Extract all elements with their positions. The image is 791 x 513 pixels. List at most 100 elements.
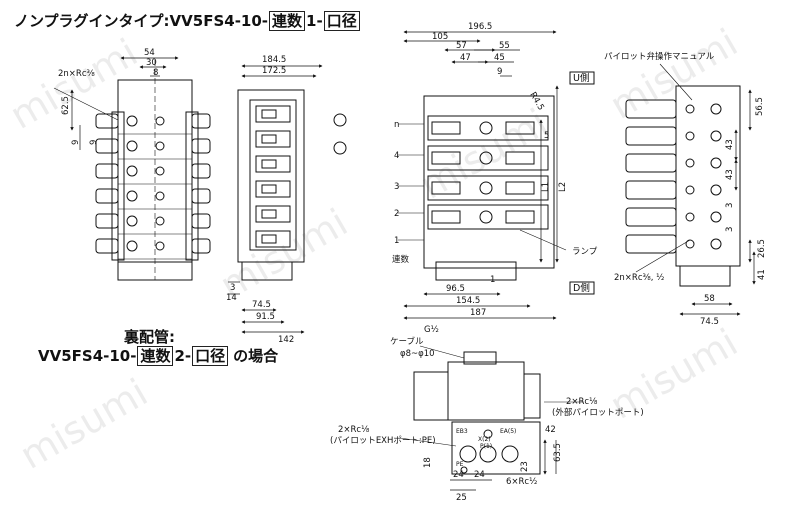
dim-side-74-5: 74.5	[252, 300, 271, 310]
top-manual-override	[479, 210, 493, 224]
front-solenoid-coil-right	[191, 163, 211, 179]
front-view	[53, 56, 211, 281]
dim-rear-25: 25	[456, 493, 467, 503]
side-view-dimensions: 184.5 172.5 3 14 74.5 91.5 142	[226, 55, 294, 345]
lamp-label: ランプ	[572, 247, 598, 257]
top-solenoid-right	[505, 121, 535, 135]
top-valve-station	[427, 175, 549, 201]
front-port-circle-small	[155, 141, 165, 151]
dim-right-3a: 3	[725, 203, 735, 208]
dim-top-9: 9	[497, 67, 502, 77]
rear-piping-labels: G½ ケーブル φ8~φ10 2×Rc⅛ (外部パイロットポート) 2×Rc⅛ …	[330, 325, 644, 503]
front-solenoid-coil	[95, 113, 119, 129]
top-solenoid-right	[505, 151, 535, 165]
right-port-b	[710, 130, 722, 142]
top-valve-station	[427, 204, 549, 230]
svg-text:misumi: misumi	[603, 20, 745, 128]
dim-right-3b: 3	[725, 227, 735, 232]
rear-piping-view	[399, 345, 584, 491]
front-port-circle	[126, 140, 138, 152]
right-port-b	[710, 211, 722, 223]
dim-right-43a: 43	[725, 139, 735, 150]
dim-top-196-5: 196.5	[468, 22, 492, 32]
rear-suffix: の場合	[233, 347, 279, 365]
side-valve-window	[261, 109, 277, 119]
side-valve-body	[255, 230, 291, 248]
dim-top-l2: L2	[558, 182, 568, 192]
dim-side-3: 3	[230, 283, 235, 293]
top-solenoid	[431, 151, 461, 165]
right-coil	[625, 207, 677, 227]
dim-front-9a: 9	[71, 140, 81, 145]
dim-right-43b: 43	[725, 169, 735, 180]
front-port-note: 2n×Rc⅜	[58, 69, 95, 79]
station-axis-label: 連数	[392, 254, 410, 265]
side-valve-body	[255, 130, 291, 148]
dim-front-9b: 9	[89, 140, 99, 145]
dim-right-56-5: 56.5	[755, 97, 765, 116]
front-port-circle-small	[155, 116, 165, 126]
right-port-b	[710, 157, 722, 169]
title-port-box: 口径	[323, 11, 360, 31]
port-ea5: EA(5)	[500, 428, 516, 435]
dim-rear-63-5: 63.5	[553, 443, 563, 462]
front-solenoid-coil-right	[191, 113, 211, 129]
dim-rear-18: 18	[423, 457, 433, 468]
right-port-b	[710, 103, 722, 115]
dim-top-154-5: 154.5	[456, 296, 480, 306]
side-fitting	[333, 141, 347, 155]
front-solenoid-coil-right	[191, 213, 211, 229]
dim-side-172-5: 172.5	[262, 66, 286, 76]
right-port-a	[685, 212, 695, 222]
ext-pilot-port-label: (外部パイロットポート)	[552, 407, 644, 418]
dim-front-62-5: 62.5	[61, 96, 71, 115]
cable-diameter: φ8~φ10	[400, 349, 435, 359]
top-solenoid	[431, 181, 461, 195]
rear-mid: 2-	[174, 347, 192, 365]
side-fitting	[333, 113, 347, 127]
right-view	[625, 63, 756, 316]
dim-right-74-5: 74.5	[700, 317, 719, 327]
front-port-circle	[126, 215, 138, 227]
right-port-a	[685, 158, 695, 168]
dim-top-96-5: 96.5	[446, 284, 465, 294]
dim-top-5: 5	[544, 131, 549, 141]
rear-model-prefix: VV5FS4-10-	[38, 347, 137, 365]
pilot-exh-port-label: (パイロットEXHポート:PE)	[330, 436, 436, 446]
front-solenoid-coil	[95, 163, 119, 179]
side-valve-body	[255, 205, 291, 223]
right-port-a	[685, 239, 695, 249]
dim-rear-24a: 24	[453, 470, 464, 480]
port-p1: P(1)	[480, 443, 492, 450]
top-solenoid-right	[505, 181, 535, 195]
front-solenoid-coil	[95, 138, 119, 154]
dim-right-41: 41	[757, 269, 767, 280]
station-label-4: 4	[394, 151, 399, 161]
dim-rear-23: 23	[520, 461, 530, 472]
right-port-a	[685, 131, 695, 141]
rear-port-box: 口径	[192, 346, 229, 366]
right-port-note: 2n×Rc⅜, ½	[614, 273, 664, 283]
side-valve-window	[261, 159, 277, 169]
d-side-label: D側	[573, 282, 590, 294]
dim-side-14: 14	[226, 293, 237, 303]
top-valve-station	[427, 115, 549, 141]
dim-rear-42: 42	[545, 425, 556, 435]
dim-top-55: 55	[499, 41, 510, 51]
right-coil	[625, 153, 677, 173]
svg-text:misumi: misumi	[13, 370, 155, 478]
port-x2: X(2)	[478, 436, 491, 443]
title-model-prefix: ノンプラグインタイプ:VV5FS4-10-	[14, 12, 269, 30]
dim-front-8: 8	[153, 68, 158, 78]
right-view-port-rows	[625, 99, 722, 254]
dim-top-105: 105	[432, 32, 448, 42]
front-port-circle	[126, 165, 138, 177]
top-solenoid	[431, 121, 461, 135]
top-manual-override	[479, 121, 493, 135]
rear-station-box: 連数	[137, 346, 174, 366]
station-label-3: 3	[394, 182, 399, 192]
cable-label: ケーブル	[390, 336, 424, 347]
ext-pilot-port-qty: 2×Rc⅛	[566, 397, 597, 407]
